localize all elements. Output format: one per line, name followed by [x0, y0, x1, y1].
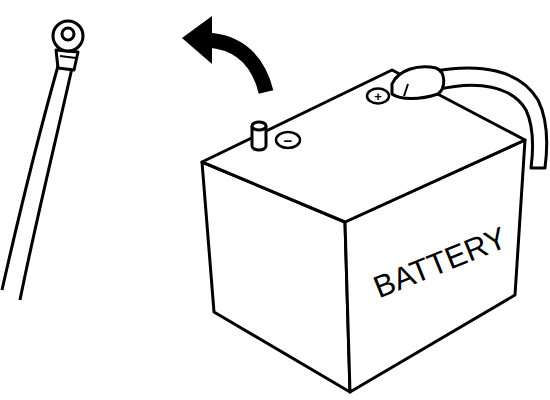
crimp-detail	[60, 56, 76, 58]
positive-clamp	[392, 67, 444, 99]
removal-arrow-shaft	[208, 40, 266, 92]
removal-arrow-head	[182, 16, 212, 64]
ring-terminal	[53, 21, 83, 51]
battery-top-face	[202, 70, 525, 222]
minus-symbol-ring	[276, 132, 300, 148]
negative-post-top	[252, 122, 266, 130]
plus-symbol: +	[374, 90, 382, 103]
negative-cable-edge	[20, 68, 72, 300]
clamp-detail	[404, 84, 408, 96]
ring-terminal-hole	[62, 28, 74, 40]
positive-cable	[430, 68, 547, 168]
plus-symbol-ring	[367, 89, 389, 104]
minus-symbol: −	[284, 133, 293, 148]
cable-crimp	[56, 50, 78, 70]
